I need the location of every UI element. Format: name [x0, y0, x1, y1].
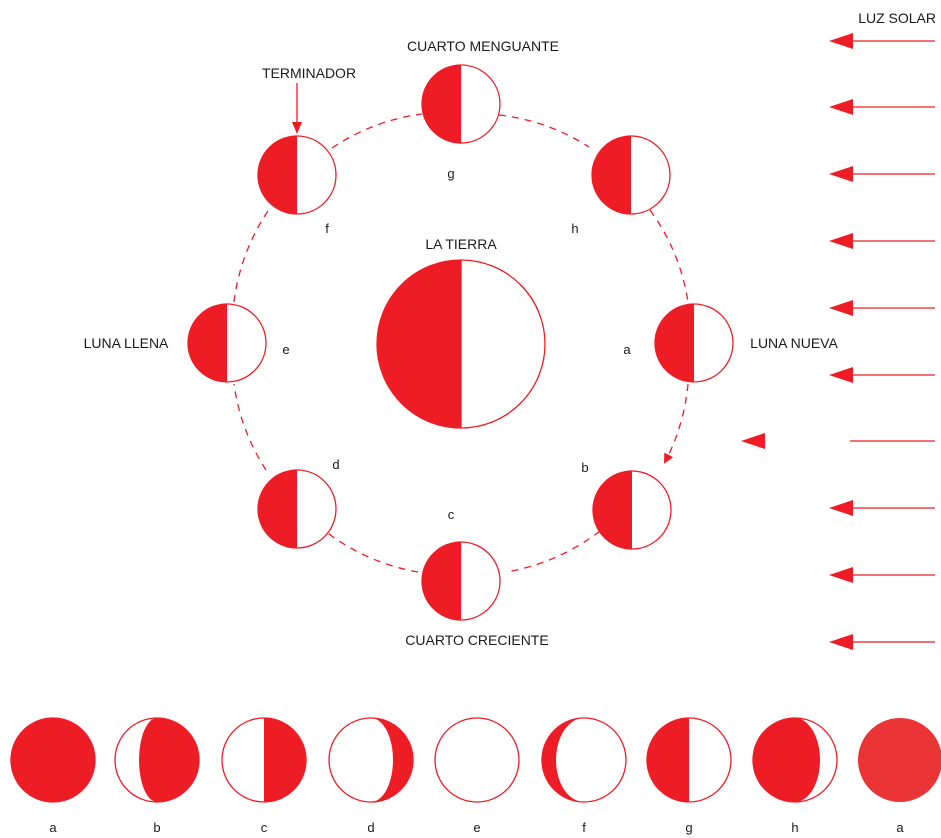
phase-b [114, 717, 200, 803]
sunlight-arrow [829, 300, 935, 316]
phase-c [221, 717, 307, 803]
sunlight-arrow [829, 166, 935, 182]
phase-sequence [10, 717, 941, 803]
phase-letter: a [896, 820, 904, 835]
sunlight-arrow [829, 567, 935, 583]
sunlight-arrow [829, 367, 935, 383]
phase-letter: b [153, 820, 160, 835]
sunlight-arrow [829, 99, 935, 115]
moon-f [257, 135, 337, 215]
moon-orbit [233, 113, 689, 573]
orbit-letter-d: d [332, 457, 339, 472]
sunlight-arrow [829, 33, 935, 49]
earth [376, 259, 546, 429]
sunlight-arrow [829, 634, 935, 650]
new-moon-label: LUNA NUEVA [750, 335, 838, 351]
sunlight-arrow [829, 500, 935, 516]
orbit-letter-g: g [447, 166, 454, 181]
moon-g [421, 64, 501, 144]
phase-a [10, 717, 96, 803]
phase-h [752, 717, 838, 803]
moon-a [654, 303, 734, 383]
phase-d [328, 717, 414, 803]
terminator-arrow [292, 83, 302, 134]
terminator-label: TERMINADOR [262, 65, 356, 81]
moon-d [257, 469, 337, 549]
sunlight-arrows [741, 33, 935, 650]
phase-f [541, 717, 627, 803]
phase-a-repeat [858, 718, 941, 802]
moon-e [187, 303, 267, 383]
phase-letter: a [49, 820, 57, 835]
moon-b [592, 470, 672, 550]
sunlight-arrow [829, 233, 935, 249]
phase-letter: g [685, 820, 692, 835]
earth-label: LA TIERRA [425, 236, 497, 252]
orbit-letter-f: f [325, 221, 329, 236]
phase-letter: d [367, 820, 374, 835]
orbit-letter-h: h [571, 221, 578, 236]
orbit-letter-c: c [448, 507, 455, 522]
moon-c [421, 541, 501, 621]
full-moon-label: LUNA LLENA [84, 335, 169, 351]
orbit-letter-e: e [282, 342, 289, 357]
moon-h [591, 135, 671, 215]
phase-g [646, 717, 732, 803]
sunlight-label: LUZ SOLAR [858, 10, 936, 26]
phase-letter: f [582, 820, 586, 835]
sunlight-arrow [741, 433, 935, 449]
phase-letter: c [261, 820, 268, 835]
orbit-letter-b: b [581, 460, 588, 475]
phase-e [434, 717, 520, 803]
waning-quarter-label: CUARTO MENGUANTE [407, 38, 559, 54]
phase-letter: e [473, 820, 480, 835]
waxing-quarter-label: CUARTO CRECIENTE [405, 632, 548, 648]
orbit-letter-a: a [623, 342, 631, 357]
phase-letter: h [791, 820, 798, 835]
